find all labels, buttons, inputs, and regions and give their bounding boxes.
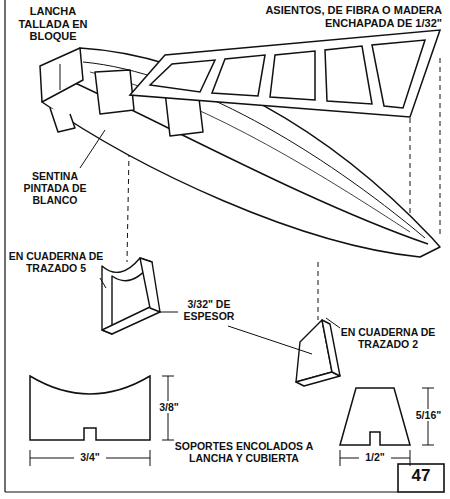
dimension-line bbox=[422, 388, 434, 389]
projection-line bbox=[318, 262, 319, 320]
support-front-view bbox=[30, 376, 410, 445]
frame-border bbox=[5, 491, 398, 492]
dimension-line bbox=[162, 440, 174, 441]
seat-frame bbox=[325, 46, 372, 104]
dimension-line bbox=[422, 445, 434, 446]
support-3d bbox=[102, 258, 340, 386]
frame-border bbox=[4, 0, 5, 492]
leader-line bbox=[158, 312, 178, 313]
part-label: LANCHA TALLADA EN BLOQUE bbox=[12, 5, 94, 43]
position-label: EN CUADERNA DE TRAZADO 2 bbox=[338, 326, 438, 350]
boat-hull bbox=[60, 64, 61, 90]
support-3d bbox=[102, 306, 160, 334]
frame-border bbox=[5, 0, 444, 492]
leader-line bbox=[228, 326, 312, 354]
seat-frame bbox=[130, 30, 440, 117]
part-label: ASIENTOS, DE FIBRA O MADERA ENCHAPADA DE… bbox=[232, 4, 442, 29]
position-label: EN CUADERNA DE TRAZADO 5 bbox=[8, 250, 104, 274]
seat-frame bbox=[372, 40, 425, 108]
dimension-label: 5/16" bbox=[412, 409, 445, 421]
note-label: SOPORTES ENCOLADOS A LANCHA Y CUBIERTA bbox=[170, 440, 318, 464]
seat-frame bbox=[270, 51, 315, 100]
dimension-label: 3/4" bbox=[74, 451, 106, 463]
boat-hull bbox=[50, 108, 75, 132]
leader-line bbox=[80, 130, 340, 354]
dimension-line bbox=[162, 376, 174, 377]
boat-hull bbox=[40, 48, 83, 102]
dimension-label: 1/2" bbox=[359, 451, 391, 463]
frame-border bbox=[398, 464, 444, 492]
support-front-view bbox=[30, 376, 150, 440]
thickness-label: 3/32" DE ESPESOR bbox=[176, 298, 242, 322]
seat-frame bbox=[130, 30, 440, 117]
dimension-line bbox=[30, 376, 434, 466]
support-3d bbox=[140, 258, 160, 312]
leader-line bbox=[100, 278, 106, 288]
note-label: SENTINA PINTADA DE BLANCO bbox=[14, 170, 96, 206]
dimension-line bbox=[30, 450, 31, 466]
seat-frame bbox=[212, 55, 265, 96]
dimension-label: 3/8" bbox=[156, 401, 182, 413]
support-front-view bbox=[340, 388, 410, 445]
boat-hull bbox=[95, 70, 134, 114]
leader-line bbox=[80, 130, 105, 168]
page-number: 47 bbox=[398, 466, 444, 486]
dimension-line bbox=[340, 450, 341, 466]
leader-line bbox=[326, 318, 340, 328]
seat-frame bbox=[150, 60, 215, 92]
projection-line bbox=[440, 58, 441, 236]
dimension-line bbox=[410, 450, 411, 466]
support-3d bbox=[296, 372, 340, 386]
support-3d bbox=[322, 320, 340, 376]
dimension-line bbox=[150, 450, 151, 466]
